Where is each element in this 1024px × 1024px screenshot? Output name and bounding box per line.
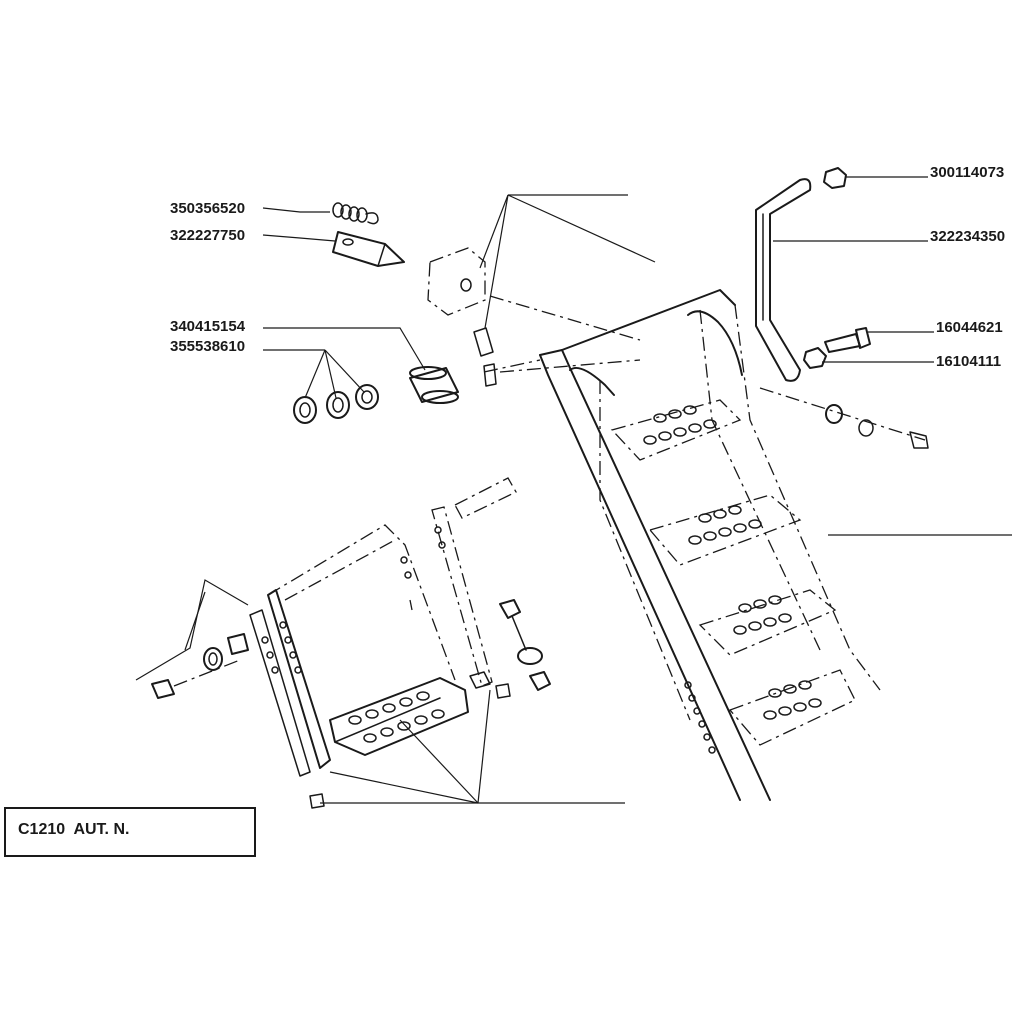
bush — [409, 366, 459, 404]
screw — [824, 327, 871, 353]
part-label-350356520: 350356520 — [170, 200, 245, 217]
left-fixing — [151, 633, 249, 699]
part-label-355538610: 355538610 — [170, 338, 245, 355]
washers — [293, 384, 379, 424]
grab-handle — [755, 178, 812, 382]
drawing-title: C1210 AUT. N. — [18, 821, 130, 838]
drawing-title-box: C1210 AUT. N. — [4, 807, 256, 857]
part-label-340415154: 340415154 — [170, 318, 246, 335]
part-label-16044621: 16044621 — [936, 319, 1003, 336]
lower-fasteners — [309, 477, 551, 809]
main-ladder — [483, 289, 881, 801]
cap-nut — [823, 167, 847, 189]
spring-clip — [332, 202, 379, 225]
part-label-322227750: 322227750 — [170, 227, 245, 244]
leader-lines — [135, 176, 1012, 804]
part-label-16104111: 16104111 — [936, 353, 1001, 370]
locking-pin — [332, 231, 405, 267]
lower-step — [249, 506, 493, 777]
side-fixing — [759, 387, 929, 449]
nut — [803, 347, 827, 369]
mounting-bracket — [427, 247, 641, 373]
part-label-322234350: 322234350 — [930, 228, 1005, 245]
part-label-300114073: 300114073 — [930, 164, 1004, 181]
